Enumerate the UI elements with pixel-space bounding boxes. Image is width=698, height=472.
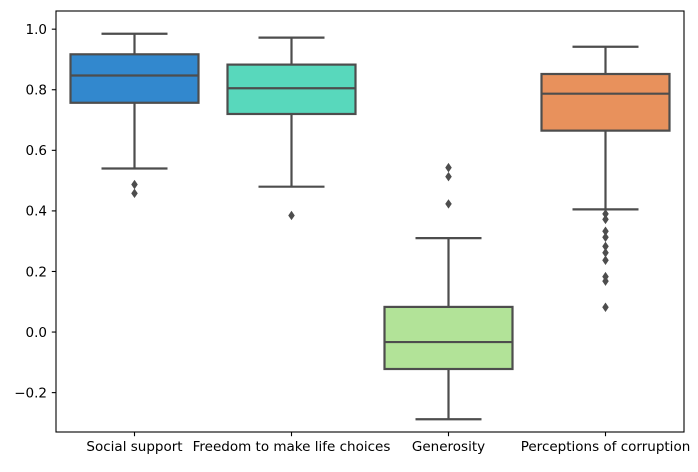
y-tick-label: 1.0 xyxy=(26,22,47,38)
y-tick-label: 0.8 xyxy=(26,83,47,99)
x-tick-label: Perceptions of corruption xyxy=(521,439,691,455)
y-axis-ticks: 1.0 0.8 0.6 0.4 0.2 0.0 −0.2 xyxy=(14,22,56,401)
box-iqr[interactable] xyxy=(383,305,514,371)
x-tick-label: Social support xyxy=(86,439,182,455)
outlier-marker xyxy=(445,162,452,173)
box-iqr[interactable] xyxy=(69,53,200,104)
outlier-marker xyxy=(602,276,609,286)
y-tick-label: 0.6 xyxy=(26,143,47,159)
box-series-layer xyxy=(69,32,671,421)
outlier-marker xyxy=(602,255,609,265)
x-tick-label: Freedom to make life choices xyxy=(193,439,391,455)
axes-frame xyxy=(55,10,685,433)
outlier-marker xyxy=(602,302,609,312)
y-tick-label: 0.0 xyxy=(26,325,47,341)
x-axis-ticks: Social support Freedom to make life choic… xyxy=(86,432,690,455)
box-iqr[interactable] xyxy=(540,72,671,132)
outlier-marker xyxy=(445,171,452,182)
boxplot-1 xyxy=(69,32,200,199)
outlier-marker xyxy=(445,199,452,209)
y-tick-label: 0.4 xyxy=(26,204,47,220)
boxplot-2 xyxy=(226,36,357,221)
x-tick-label: Generosity xyxy=(412,439,485,455)
outlier-marker xyxy=(288,210,295,221)
outlier-marker xyxy=(602,214,609,225)
boxplot-4 xyxy=(540,45,671,312)
y-tick-label: −0.2 xyxy=(14,385,47,401)
outlier-marker xyxy=(131,188,138,199)
y-tick-label: 0.2 xyxy=(26,264,47,280)
boxplot-3 xyxy=(383,162,514,421)
outlier-marker xyxy=(602,232,609,242)
